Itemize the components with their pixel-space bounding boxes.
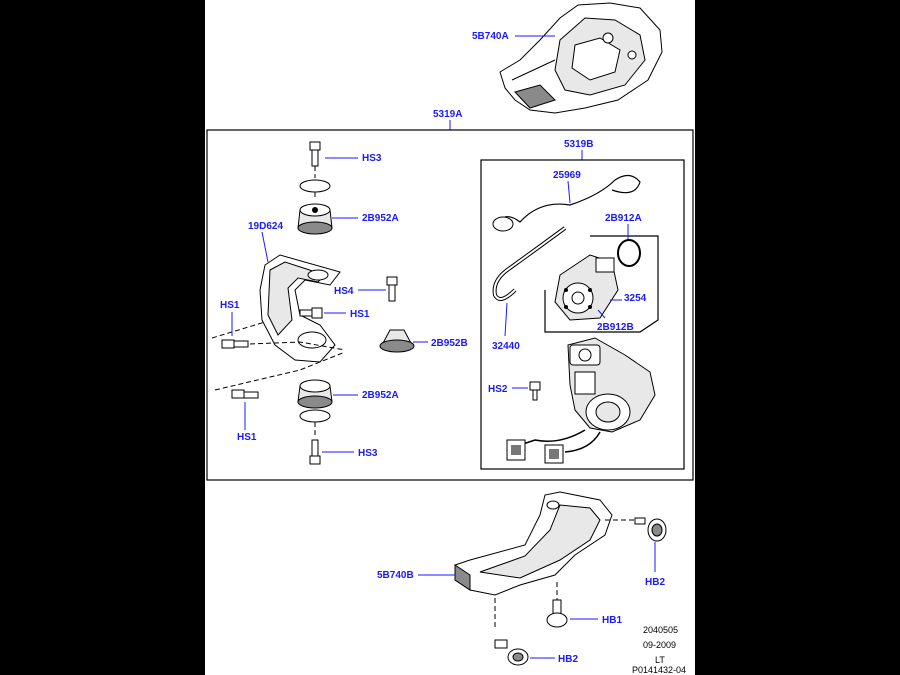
label-o-ring: 2B912A [605,213,642,224]
screw-hs1-left [221,339,249,349]
isolator-top [297,203,333,235]
label-isolator-bottom: 2B952A [362,390,399,401]
o-ring [617,239,641,267]
bottom-housing [454,491,613,596]
screw-hs2 [529,381,541,401]
bolt-hb2-bottom [494,639,529,666]
label-hs1-right: HS1 [350,309,370,320]
label-hs3-top: HS3 [362,153,382,164]
washer-top [299,179,331,193]
label-isolator-top: 2B952A [362,213,399,224]
isolator-mid [379,329,415,353]
meta-illustration-id: P0141432-04 [632,665,686,675]
label-isolator-mid: 2B952B [431,338,468,349]
label-ring-part: 3254 [624,293,647,304]
label-hs4: HS4 [334,286,354,297]
bolt-hb2-right [634,517,667,542]
label-hose: 32440 [492,341,520,352]
sub-assembly-frame [480,159,685,470]
bracket [259,254,341,363]
compressor-head [554,254,619,321]
leader-hose-clip [567,180,571,204]
label-bottom-housing: 5B740B [377,570,414,581]
leader-head-part [597,309,606,319]
label-hs3-bottom: HS3 [358,448,378,459]
head-detail-frame [544,235,659,333]
meta-date: 2040505 [643,625,678,635]
leader-bracket [261,231,269,263]
screw-hs1-bottom [231,389,259,399]
isolator-bottom [297,379,333,409]
bolt-hb1 [546,599,568,628]
screw-hs4 [386,276,398,302]
label-hs1-left: HS1 [220,300,240,311]
screw-hs3-top [309,141,321,167]
label-top-housing: 5B740A [472,31,509,42]
meta-market: LT [655,655,665,665]
meta-revision: 09-2009 [643,640,676,650]
screw-hs1-right [299,307,323,319]
top-housing-cover [499,2,663,114]
screw-hs3-bottom [309,439,321,465]
label-hs1-bottom: HS1 [237,432,257,443]
washer-bottom [299,409,331,423]
main-assembly-frame [206,129,694,481]
label-head-part: 2B912B [597,322,634,333]
label-hs2: HS2 [488,384,508,395]
hose-tube [492,226,567,301]
label-hb2-bottom: HB2 [558,654,578,665]
hose-clip-cord [492,174,641,232]
label-bracket: 19D624 [248,221,283,232]
leader-hose [504,302,508,337]
label-main-assembly: 5319A [433,109,462,120]
label-hose-clip: 25969 [553,170,581,181]
label-hb2-right: HB2 [645,577,665,588]
compressor-unit [506,337,656,464]
label-sub-assembly: 5319B [564,139,593,150]
label-hb1: HB1 [602,615,622,626]
